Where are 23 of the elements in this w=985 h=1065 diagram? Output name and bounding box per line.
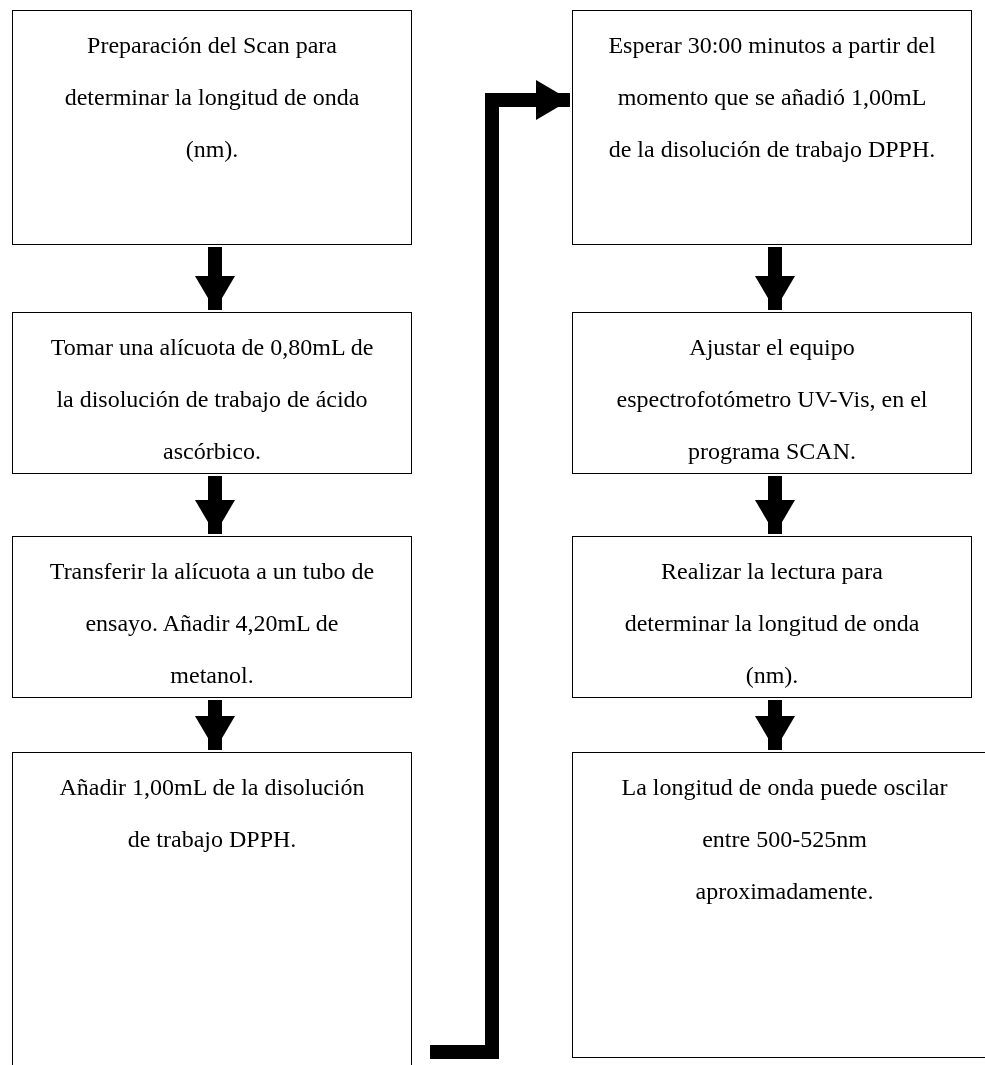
arrow (755, 700, 795, 750)
step-text: Esperar 30:00 minutos a partir del momento que se añadió 1,00mL de la disolución de trabajo DPPH. (607, 31, 937, 164)
arrow (195, 700, 235, 750)
step-text: Ajustar el equipo espectrofotómetro UV-Vis, en el programa SCAN. (615, 333, 929, 466)
process-box (572, 536, 972, 698)
step-text: Transferir la alícuota a un tubo de ensayo. Añadir 4,20mL de metanol. (48, 557, 376, 690)
process-box (12, 752, 412, 1065)
step-text: La longitud de onda puede oscilar entre 500-525nm aproximadamente. (620, 773, 949, 906)
arrow (755, 247, 795, 310)
process-box (572, 10, 972, 245)
arrow (195, 476, 235, 534)
arrow (195, 247, 235, 310)
step-text: Añadir 1,00mL de la disolución de trabajo DPPH. (58, 773, 366, 854)
arrow (755, 476, 795, 534)
process-box (572, 752, 985, 1058)
step-text: Tomar una alícuota de 0,80mL de la disolución de trabajo de ácido ascórbico. (49, 333, 375, 466)
process-box (12, 10, 412, 245)
process-box (12, 536, 412, 698)
step-text: Preparación del Scan para determinar la longitud de onda (nm). (63, 31, 361, 164)
step-text: Realizar la lectura para determinar la longitud de onda (nm). (623, 557, 921, 690)
process-box (572, 312, 972, 474)
arrow (430, 80, 570, 1059)
process-box (12, 312, 412, 474)
